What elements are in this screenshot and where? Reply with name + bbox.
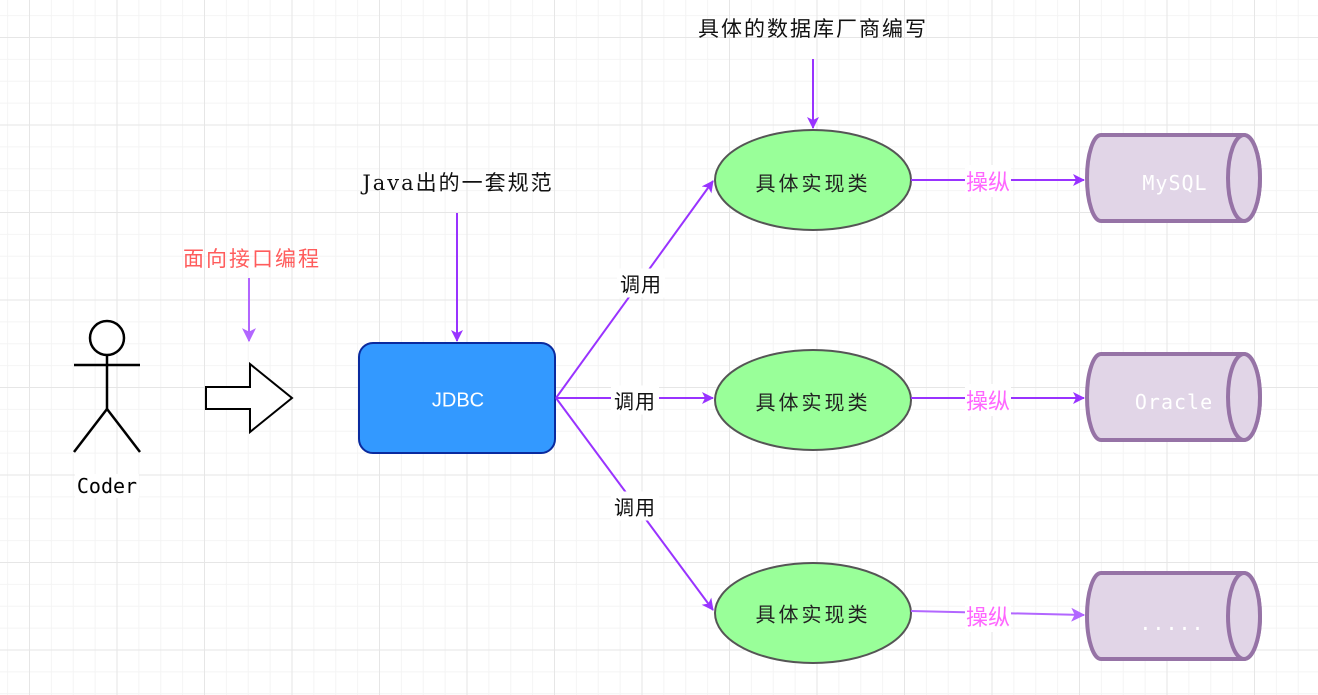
block-arrow-icon	[205, 361, 294, 435]
database-label-mysql: MySQL	[1142, 171, 1208, 195]
database-more[interactable]	[1085, 571, 1262, 661]
coder-actor[interactable]	[73, 319, 141, 453]
jdbc-label: JDBC	[431, 389, 485, 412]
annotation-vendor-written: 具体的数据库厂商编写	[698, 17, 928, 41]
actor-head	[88, 319, 126, 357]
impl-node-3[interactable]	[714, 562, 912, 664]
jdbc-box[interactable]	[358, 342, 556, 454]
call-label-2: 调用	[611, 385, 659, 415]
actor-left-leg	[73, 408, 108, 453]
database-label-oracle: Oracle	[1134, 390, 1214, 414]
call-label-1: 调用	[617, 268, 665, 298]
operate-label-1: 操纵	[964, 165, 1012, 197]
impl-node-2[interactable]	[714, 349, 912, 451]
annotation-java-spec: Java出的一套规范	[362, 171, 554, 195]
annotation-interface-programming: 面向接口编程	[183, 247, 321, 271]
actor-label: Coder	[74, 474, 140, 498]
impl-label-2: 具体实现类	[755, 390, 871, 415]
operate-label-3: 操纵	[964, 600, 1012, 632]
database-mysql[interactable]	[1085, 133, 1262, 223]
actor-right-leg	[106, 408, 141, 453]
operate-label-2: 操纵	[964, 384, 1012, 416]
call-label-3: 调用	[611, 491, 659, 521]
impl-label-1: 具体实现类	[755, 171, 871, 196]
database-label-more: .....	[1139, 611, 1205, 635]
database-oracle[interactable]	[1085, 352, 1262, 442]
impl-label-3: 具体实现类	[755, 602, 871, 627]
